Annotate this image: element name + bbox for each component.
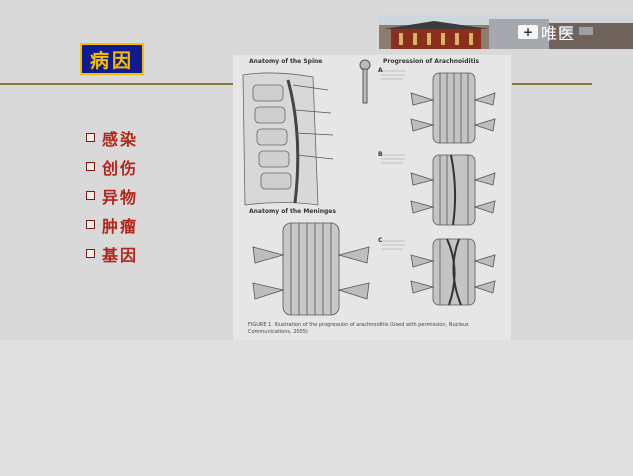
panel-label-a: A: [378, 67, 383, 74]
figure-heading-spine: Anatomy of the Spine: [249, 58, 323, 65]
bullet-item: 异物: [86, 181, 138, 210]
slide-title-box: 病因: [80, 43, 144, 75]
bullet-list: 感染 创伤 异物 肿瘤 基因: [86, 123, 138, 268]
checkbox-bullet-icon: [86, 249, 95, 258]
bullet-item: 肿瘤: [86, 210, 138, 239]
logo-cross-icon: +: [518, 25, 538, 39]
header-photo: [379, 15, 633, 49]
checkbox-bullet-icon: [86, 133, 95, 142]
bullet-text: 感染: [102, 129, 139, 149]
bullet-item: 创伤: [86, 152, 138, 181]
checkbox-bullet-icon: [86, 220, 95, 229]
header-photo-image: [379, 15, 633, 49]
checkbox-bullet-icon: [86, 162, 95, 171]
bullet-text: 基因: [102, 245, 139, 265]
logo-text: 唯医: [541, 24, 576, 43]
bullet-text: 肿瘤: [102, 216, 139, 236]
divider-left: [0, 83, 235, 85]
arachnoiditis-figure: Anatomy of the Spine Progression of Arac…: [233, 55, 511, 340]
figure-caption: FIGURE 1. Illustration of the progressio…: [248, 322, 469, 335]
bullet-text: 异物: [102, 187, 139, 207]
slide-lower-band: [0, 340, 633, 476]
figure-heading-meninges: Anatomy of the Meninges: [249, 208, 336, 215]
divider-right: [512, 83, 592, 85]
figure-heading-progression: Progression of Arachnoiditis: [383, 58, 480, 65]
bullet-item: 感染: [86, 123, 138, 152]
slide-title: 病因: [89, 49, 134, 72]
panel-label-c: C: [378, 237, 383, 244]
spine-illustration: [242, 59, 496, 316]
checkbox-bullet-icon: [86, 191, 95, 200]
watermark-logo: + 唯医: [518, 20, 575, 44]
bullet-item: 基因: [86, 239, 138, 268]
panel-label-b: B: [378, 151, 383, 158]
bullet-text: 创伤: [102, 158, 139, 178]
